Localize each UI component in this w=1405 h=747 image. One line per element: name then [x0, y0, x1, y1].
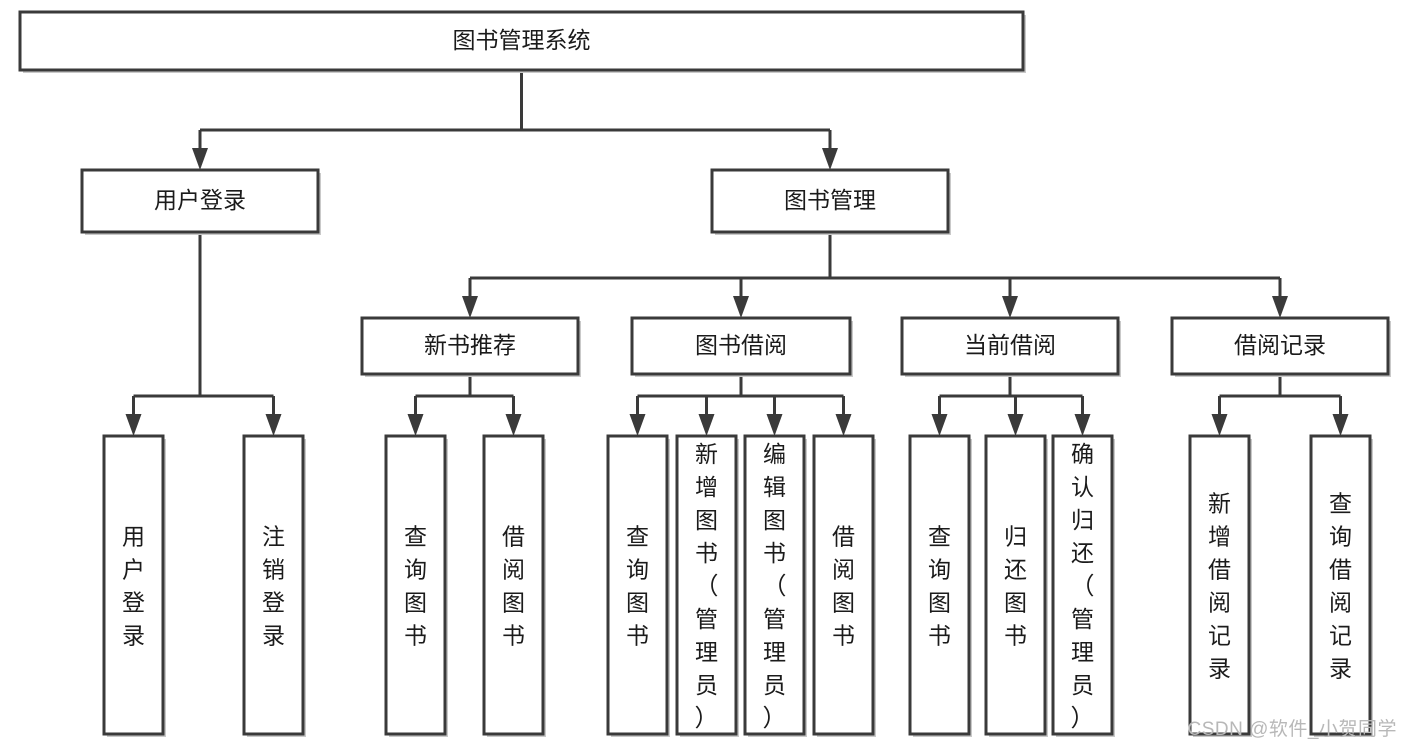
node-record[interactable]: 借阅记录: [1170, 316, 1391, 377]
node-label: 查询借阅记录: [1329, 491, 1352, 682]
node-label: 用户登录: [122, 524, 145, 649]
node-leaf-query-book-3[interactable]: 查询图书: [908, 434, 972, 737]
arrow-head-icon: [1074, 414, 1091, 436]
node-login[interactable]: 用户登录: [80, 168, 321, 235]
node-box[interactable]: [743, 434, 806, 736]
node-leaf-borrow-book-1[interactable]: 借阅图书: [482, 434, 546, 737]
arrow-head-icon: [822, 148, 838, 170]
node-box[interactable]: [710, 168, 950, 234]
arrow-head-icon: [192, 148, 208, 170]
node-root[interactable]: 图书管理系统: [18, 10, 1026, 73]
connector-group: [192, 70, 838, 170]
node-label: 归还图书: [1004, 524, 1027, 649]
node-box[interactable]: [482, 434, 545, 736]
node-box[interactable]: [1051, 434, 1114, 736]
node-leaf-query-book-2[interactable]: 查询图书: [606, 434, 670, 737]
connector-group: [1211, 374, 1349, 436]
node-box[interactable]: [80, 168, 320, 234]
node-label: 图书管理系统: [453, 27, 591, 53]
node-label: 图书管理: [784, 187, 876, 213]
node-box[interactable]: [242, 434, 305, 736]
node-box[interactable]: [360, 316, 580, 376]
arrow-head-icon: [1272, 296, 1288, 318]
node-box[interactable]: [630, 316, 852, 376]
arrow-head-icon: [505, 414, 522, 436]
node-box[interactable]: [1170, 316, 1390, 376]
connector-group: [125, 232, 282, 436]
node-box[interactable]: [384, 434, 447, 736]
connector-group: [931, 374, 1091, 436]
node-box[interactable]: [900, 316, 1120, 376]
connector-layer: [125, 70, 1349, 436]
node-newbook[interactable]: 新书推荐: [360, 316, 581, 377]
connector-group: [407, 374, 522, 436]
arrow-head-icon: [407, 414, 424, 436]
node-leaf-return-book[interactable]: 归还图书: [984, 434, 1048, 737]
node-leaf-confirm-return[interactable]: 确认归还（管理员）: [1051, 434, 1115, 737]
node-label: 查询图书: [928, 524, 951, 649]
node-label: 编辑图书（管理员）: [763, 441, 787, 732]
node-leaf-user-login[interactable]: 用户登录: [102, 434, 166, 737]
node-label: 查询图书: [626, 524, 649, 649]
node-label: 查询图书: [404, 524, 427, 649]
node-label: 确认归还（管理员）: [1071, 441, 1095, 732]
node-bookmgmt[interactable]: 图书管理: [710, 168, 951, 235]
node-box[interactable]: [908, 434, 971, 736]
node-borrow[interactable]: 图书借阅: [630, 316, 853, 377]
arrow-head-icon: [835, 414, 852, 436]
node-leaf-query-book-1[interactable]: 查询图书: [384, 434, 448, 737]
arrow-head-icon: [1007, 414, 1024, 436]
node-box[interactable]: [1188, 434, 1251, 736]
node-box[interactable]: [606, 434, 669, 736]
arrow-head-icon: [265, 414, 282, 436]
arrow-head-icon: [125, 414, 142, 436]
node-label: 注销登录: [262, 524, 285, 649]
node-label: 新增借阅记录: [1208, 491, 1231, 682]
arrow-head-icon: [698, 414, 715, 436]
connector-group: [629, 374, 852, 436]
arrow-head-icon: [766, 414, 783, 436]
arrow-head-icon: [629, 414, 646, 436]
node-leaf-borrow-book-2[interactable]: 借阅图书: [812, 434, 876, 737]
node-label: 借阅图书: [832, 524, 855, 649]
node-label: 当前借阅: [964, 332, 1056, 358]
node-label: 借阅记录: [1234, 332, 1326, 358]
node-label: 用户登录: [154, 187, 246, 213]
node-label: 新书推荐: [424, 332, 516, 358]
node-leaf-query-record[interactable]: 查询借阅记录: [1309, 434, 1373, 737]
node-box[interactable]: [675, 434, 738, 736]
node-leaf-edit-book[interactable]: 编辑图书（管理员）: [743, 434, 807, 737]
connector-group: [462, 232, 1288, 318]
node-box[interactable]: [18, 10, 1025, 72]
node-leaf-add-record[interactable]: 新增借阅记录: [1188, 434, 1252, 737]
node-box[interactable]: [984, 434, 1047, 736]
node-current[interactable]: 当前借阅: [900, 316, 1121, 377]
arrow-head-icon: [733, 296, 749, 318]
node-box[interactable]: [102, 434, 165, 736]
arrow-head-icon: [462, 296, 478, 318]
node-layer: 图书管理系统用户登录图书管理新书推荐图书借阅当前借阅借阅记录用户登录注销登录查询…: [18, 10, 1391, 737]
arrow-head-icon: [1332, 414, 1349, 436]
node-leaf-logout[interactable]: 注销登录: [242, 434, 306, 737]
arrow-head-icon: [1002, 296, 1018, 318]
arrow-head-icon: [1211, 414, 1228, 436]
arrow-head-icon: [931, 414, 948, 436]
node-label: 图书借阅: [695, 332, 787, 358]
node-box[interactable]: [1309, 434, 1372, 736]
node-label: 新增图书（管理员）: [695, 441, 719, 732]
node-label: 借阅图书: [502, 524, 525, 649]
node-box[interactable]: [812, 434, 875, 736]
node-leaf-add-book[interactable]: 新增图书（管理员）: [675, 434, 739, 737]
